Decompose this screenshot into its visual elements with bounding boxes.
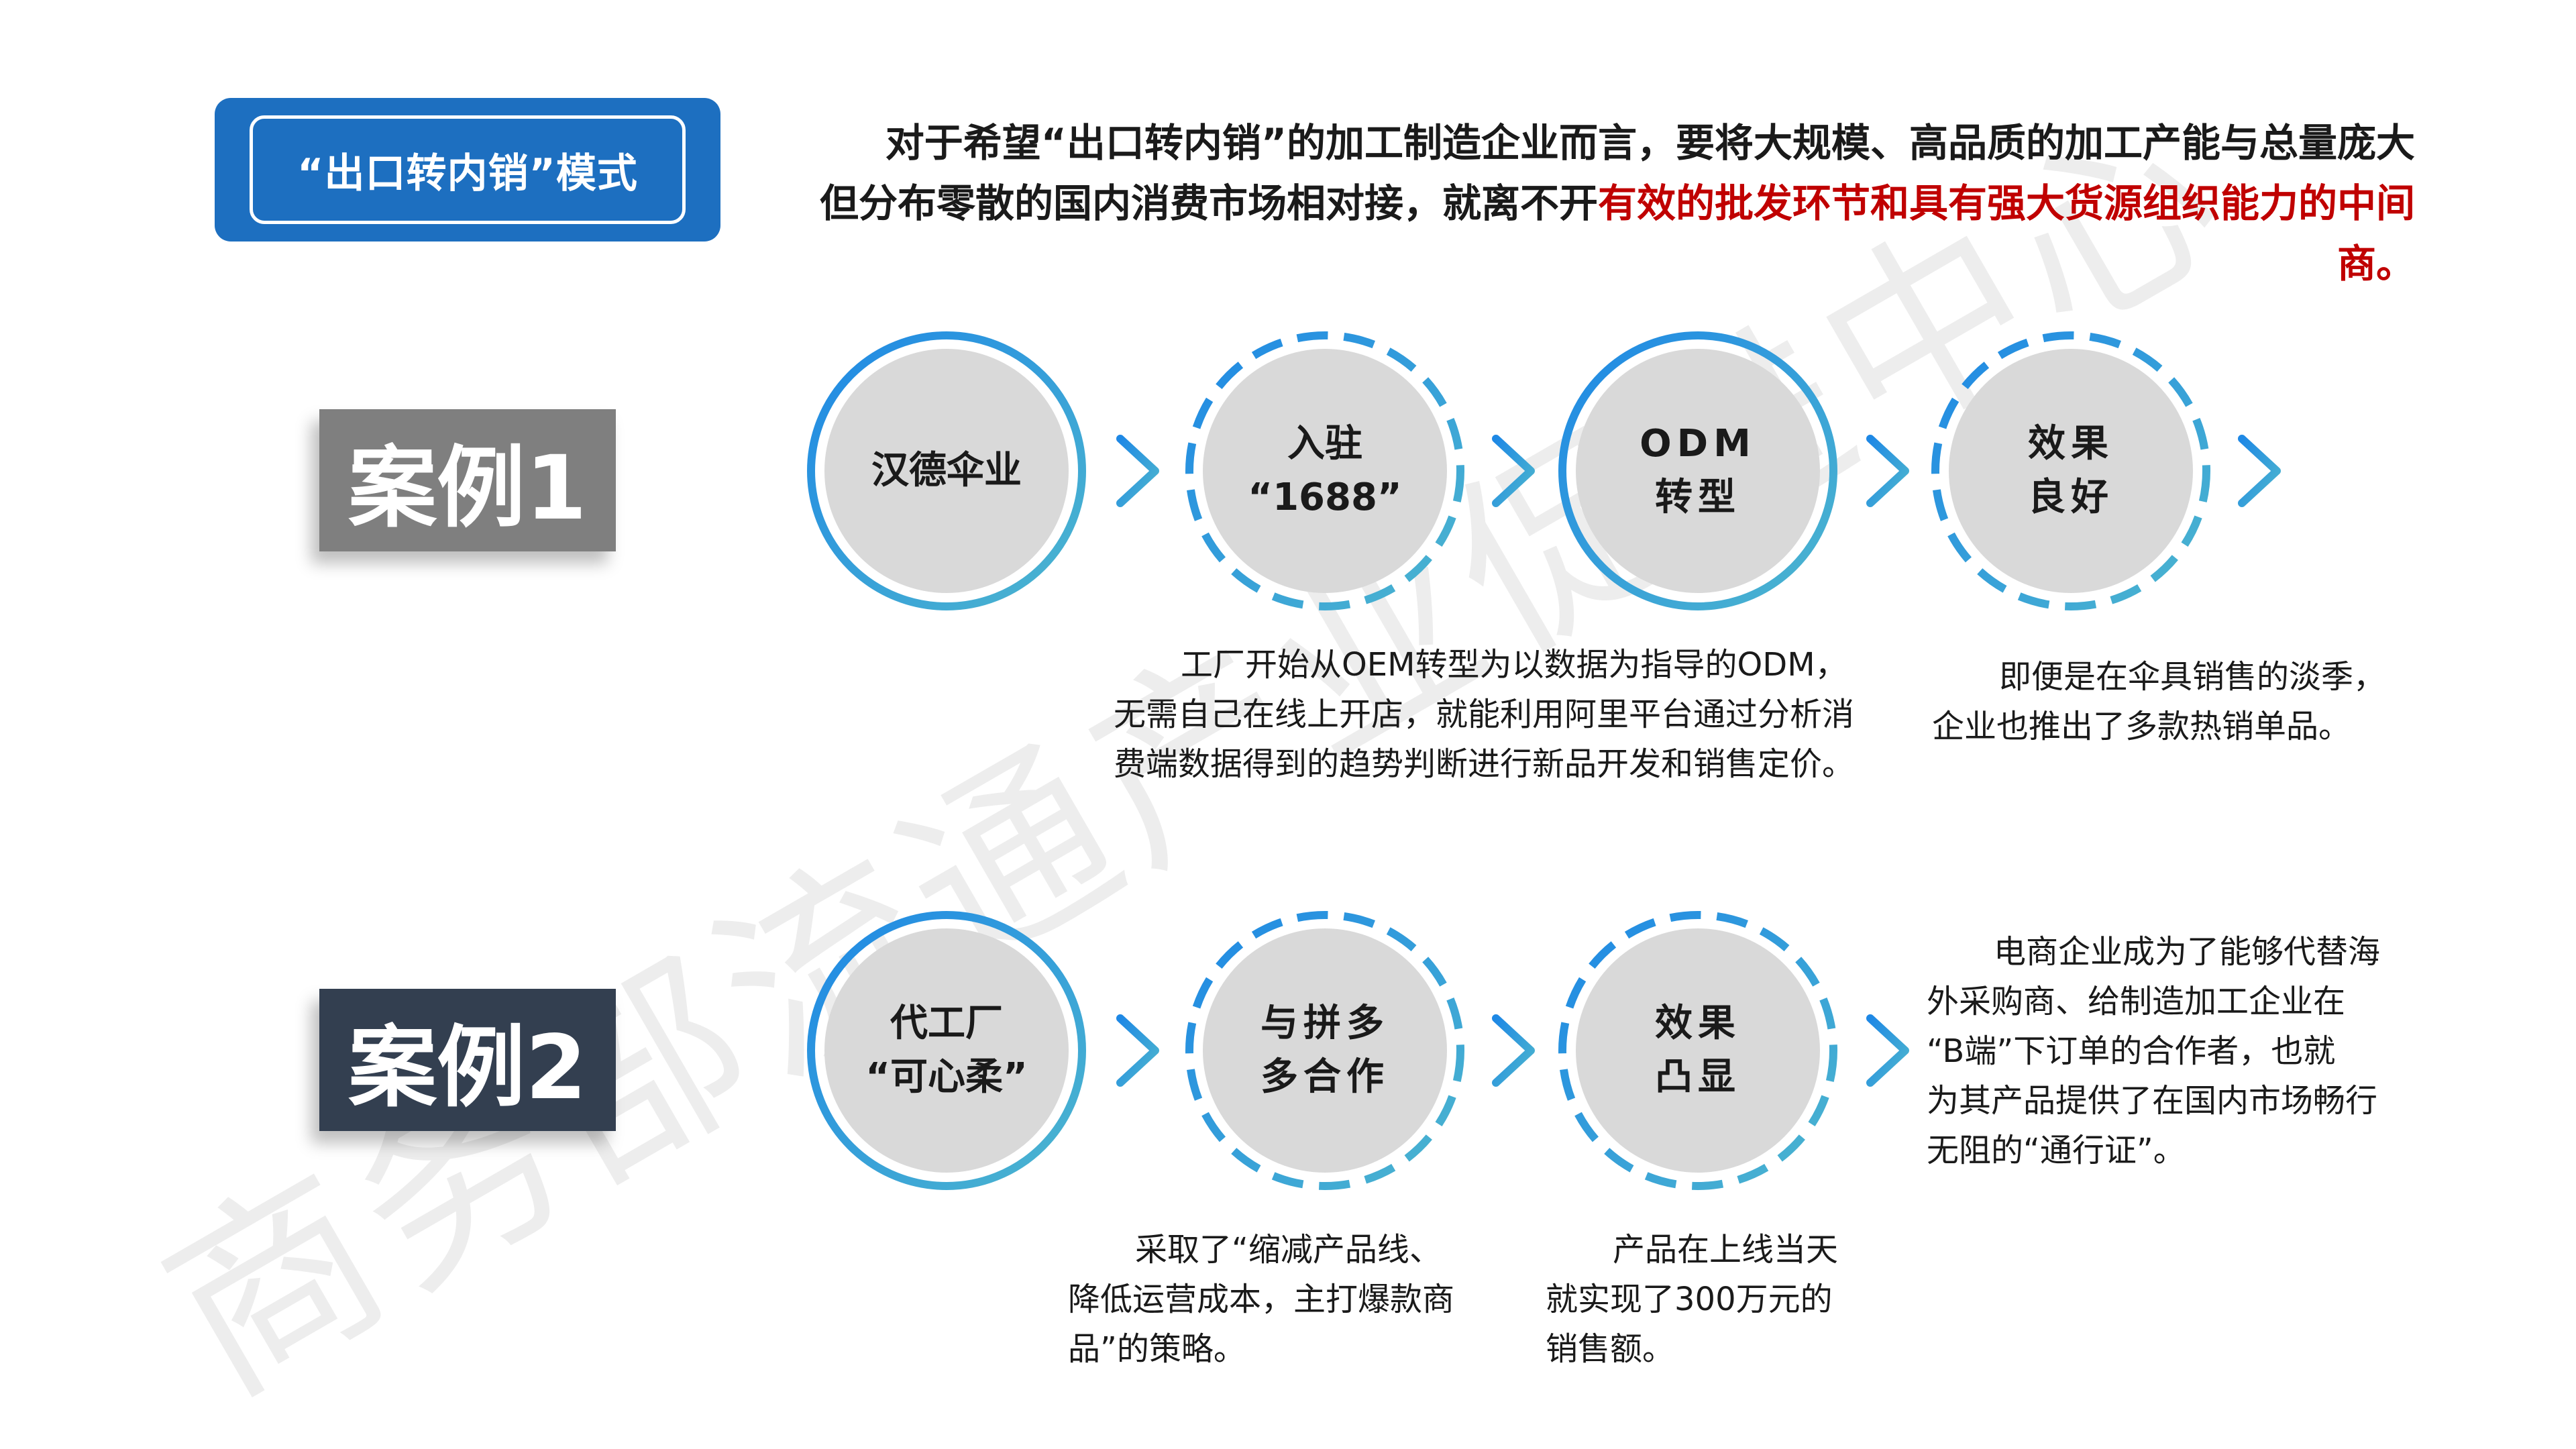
intro-text: 对于希望“出口转内销”的加工制造企业而言，要将大规模、高品质的加工产能与总量庞大… — [758, 113, 2415, 294]
desc-line: 产品在上线当天 — [1613, 1231, 1839, 1269]
desc-line: 外采购商、给制造加工企业在 — [1927, 983, 2346, 1020]
node-line-1: 代工厂 — [890, 1002, 1003, 1045]
node-line-1: ODM — [1640, 422, 1756, 466]
desc-line: 销售额。 — [1546, 1330, 1675, 1368]
arrow-right-icon — [1866, 435, 1909, 507]
desc-line: 费端数据得到的趋势判断进行新品开发和销售定价。 — [1114, 745, 1855, 783]
arrow-right-icon — [2238, 435, 2281, 507]
desc-line: 工厂开始从OEM转型为以数据为指导的ODM， — [1181, 646, 1847, 684]
desc-line: 采取了“缩减产品线、 — [1135, 1231, 1442, 1269]
case1-node-odm: ODM 转型 — [1554, 327, 1842, 615]
title-box: “出口转内销”模式 — [215, 98, 720, 241]
node-line-2: “可心柔” — [865, 1055, 1028, 1099]
case2-effect-description: 产品在上线当天 就实现了300万元的 销售额。 — [1546, 1225, 1921, 1374]
desc-line: 电商企业成为了能够代替海 — [1994, 933, 2381, 971]
desc-line: “B端”下订单的合作者，也就 — [1927, 1032, 2336, 1070]
desc-line: 为其产品提供了在国内市场畅行 — [1927, 1082, 2378, 1120]
node-line-1: 与拼多 — [1260, 1002, 1389, 1045]
node-line-2: 转型 — [1655, 476, 1741, 519]
node-line-2: “1688” — [1248, 476, 1402, 519]
ring-solid — [807, 911, 1086, 1190]
ring-solid — [807, 331, 1086, 610]
case2-node-pinduoduo: 与拼多 多合作 — [1181, 906, 1469, 1195]
ring-dashed — [1558, 911, 1837, 1190]
intro-line-2: 但分布零散的国内消费市场相对接，就离不开有效的批发环节和具有强大货源组织能力的中… — [758, 173, 2415, 294]
arrow-right-icon — [1492, 1014, 1535, 1087]
case2-label: 案例2 — [319, 989, 616, 1131]
case2-right-description: 电商企业成为了能够代替海 外采购商、给制造加工企业在 “B端”下订单的合作者，也… — [1927, 927, 2436, 1175]
case1-label: 案例1 — [319, 409, 616, 551]
arrow-right-icon — [1866, 1014, 1909, 1087]
desc-line: 企业也推出了多款热销单品。 — [1932, 708, 2351, 745]
arrow-right-icon — [1116, 1014, 1159, 1087]
node-line-2: 良好 — [2028, 476, 2114, 519]
node-line-2: 凸显 — [1655, 1055, 1741, 1099]
desc-line: 降低运营成本，主打爆款商 — [1068, 1281, 1455, 1318]
desc-line: 即便是在伞具销售的淡季， — [1999, 658, 2386, 696]
ring-solid — [1558, 331, 1837, 610]
case1-odm-description: 工厂开始从OEM转型为以数据为指导的ODM， 无需自己在线上开店，就能利用阿里平… — [1114, 640, 1919, 789]
node-line-1: 汉德伞业 — [871, 449, 1022, 492]
node-line-1: 效果 — [1655, 1002, 1741, 1045]
arrow-right-icon — [1116, 435, 1159, 507]
desc-line: 品”的策略。 — [1068, 1330, 1246, 1368]
case1-node-ruzhu-1688: 入驻 “1688” — [1181, 327, 1469, 615]
case2-node-effect: 效果 凸显 — [1554, 906, 1842, 1195]
page-title: “出口转内销”模式 — [250, 115, 686, 224]
intro-line-1: 对于希望“出口转内销”的加工制造企业而言，要将大规模、高品质的加工产能与总量庞大 — [885, 120, 2415, 166]
case1-effect-description: 即便是在伞具销售的淡季， 企业也推出了多款热销单品。 — [1932, 652, 2469, 751]
ring-dashed — [1185, 331, 1464, 610]
arrow-right-icon — [1492, 435, 1535, 507]
case1-node-handeshanye: 汉德伞业 — [802, 327, 1091, 615]
intro-line-2-normal: 但分布零散的国内消费市场相对接，就离不开 — [819, 180, 1598, 226]
case2-coop-description: 采取了“缩减产品线、 降低运营成本，主打爆款商 品”的策略。 — [1068, 1225, 1538, 1374]
intro-highlight: 有效的批发环节和具有强大货源组织能力的中间商。 — [1597, 180, 2415, 286]
desc-line: 就实现了300万元的 — [1546, 1281, 1833, 1318]
case1-node-effect: 效果 良好 — [1927, 327, 2215, 615]
node-line-1: 效果 — [2028, 422, 2114, 466]
case2-node-kexinrou: 代工厂 “可心柔” — [802, 906, 1091, 1195]
ring-dashed — [1931, 331, 2210, 610]
ring-dashed — [1185, 911, 1464, 1190]
desc-line: 无需自己在线上开店，就能利用阿里平台通过分析消 — [1114, 696, 1855, 733]
node-line-2: 多合作 — [1260, 1055, 1389, 1099]
desc-line: 无阻的“通行证”。 — [1927, 1132, 2186, 1169]
node-line-1: 入驻 — [1287, 422, 1362, 466]
